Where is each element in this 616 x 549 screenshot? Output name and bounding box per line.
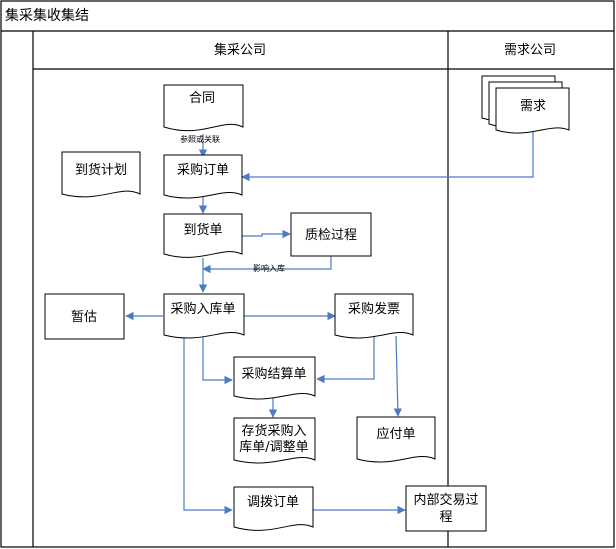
node-purchase-order-label: 采购订单 <box>177 162 229 178</box>
edge-invoice-to-settlement <box>316 336 375 384</box>
node-demand-label: 需求 <box>520 99 546 114</box>
node-arrival-note: 到货单 <box>163 213 243 258</box>
node-inventory-inbound-line1: 存货采购入 <box>241 423 306 439</box>
node-purchase-inbound-label: 采购入库单 <box>170 301 235 317</box>
node-purchase-settlement: 采购结算单 <box>233 356 316 400</box>
edge-arrival-to-quality <box>242 229 291 239</box>
edge-quality-feedback <box>202 256 332 274</box>
lane-header-demand: 需求公司 <box>504 43 556 58</box>
node-purchase-settlement-label: 采购结算单 <box>241 366 306 382</box>
node-transfer-order-label: 调拨订单 <box>247 495 299 510</box>
edges <box>125 130 534 515</box>
node-demand: 需求 <box>481 75 570 134</box>
node-transfer-order: 调拨订单 <box>233 486 314 531</box>
node-internal-trade: 内部交易过 程 <box>405 485 487 532</box>
node-payable-label: 应付单 <box>376 426 415 442</box>
edge-invoice-to-payable <box>393 335 403 417</box>
node-purchase-invoice-label: 采购发票 <box>348 301 400 317</box>
node-purchase-order: 采购订单 <box>163 154 243 199</box>
node-provisional: 暂估 <box>44 293 125 340</box>
node-contract-label: 合同 <box>189 91 215 106</box>
diagram-title: 集采集收集结 <box>5 7 89 24</box>
node-internal-trade-line1: 内部交易过 <box>413 492 478 508</box>
node-arrival-note-label: 到货单 <box>183 222 222 238</box>
node-arrival-plan: 到货计划 <box>61 151 141 198</box>
node-payable: 应付单 <box>356 416 436 463</box>
edge-demand-to-order <box>241 130 534 182</box>
edge-label-reference-or-link: 参照或关联 <box>180 134 220 144</box>
node-purchase-invoice: 采购发票 <box>334 293 414 339</box>
node-inventory-inbound-line2: 库单/调整单 <box>239 439 308 455</box>
node-arrival-plan-label: 到货计划 <box>75 162 127 178</box>
edge-label-affects-inbound: 影响入库 <box>253 263 285 273</box>
lane-header-group: 集采公司 <box>214 42 266 58</box>
node-internal-trade-line2: 程 <box>439 510 452 525</box>
node-quality-check-label: 质检过程 <box>305 228 357 243</box>
edge-inbound-to-transfer <box>183 336 233 515</box>
node-inventory-inbound: 存货采购入 库单/调整单 <box>233 417 316 464</box>
edge-inbound-to-settlement <box>202 336 233 385</box>
node-purchase-inbound: 采购入库单 <box>163 293 245 339</box>
node-contract: 合同 <box>163 84 244 132</box>
node-provisional-label: 暂估 <box>71 310 97 325</box>
node-quality-check: 质检过程 <box>290 212 372 257</box>
